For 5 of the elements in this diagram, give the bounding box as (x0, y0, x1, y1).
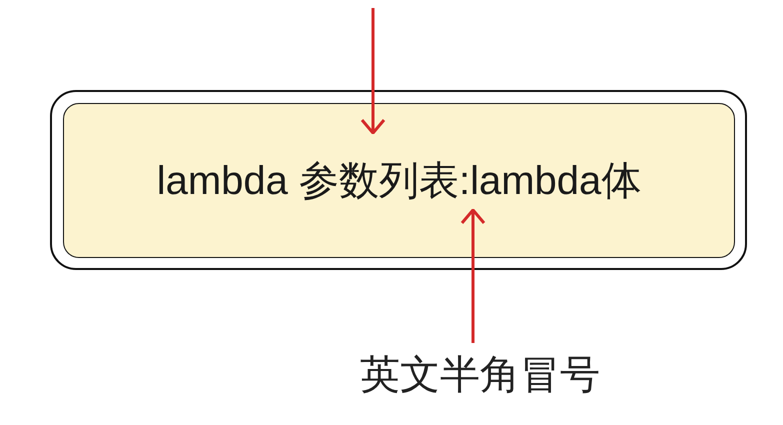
arrow (460, 208, 486, 343)
outer-frame (50, 90, 747, 270)
note-text: 英文半角冒号 (345, 345, 615, 403)
syntax-box: lambda 参数列表:lambda体 (63, 103, 735, 258)
arrow (360, 8, 386, 134)
